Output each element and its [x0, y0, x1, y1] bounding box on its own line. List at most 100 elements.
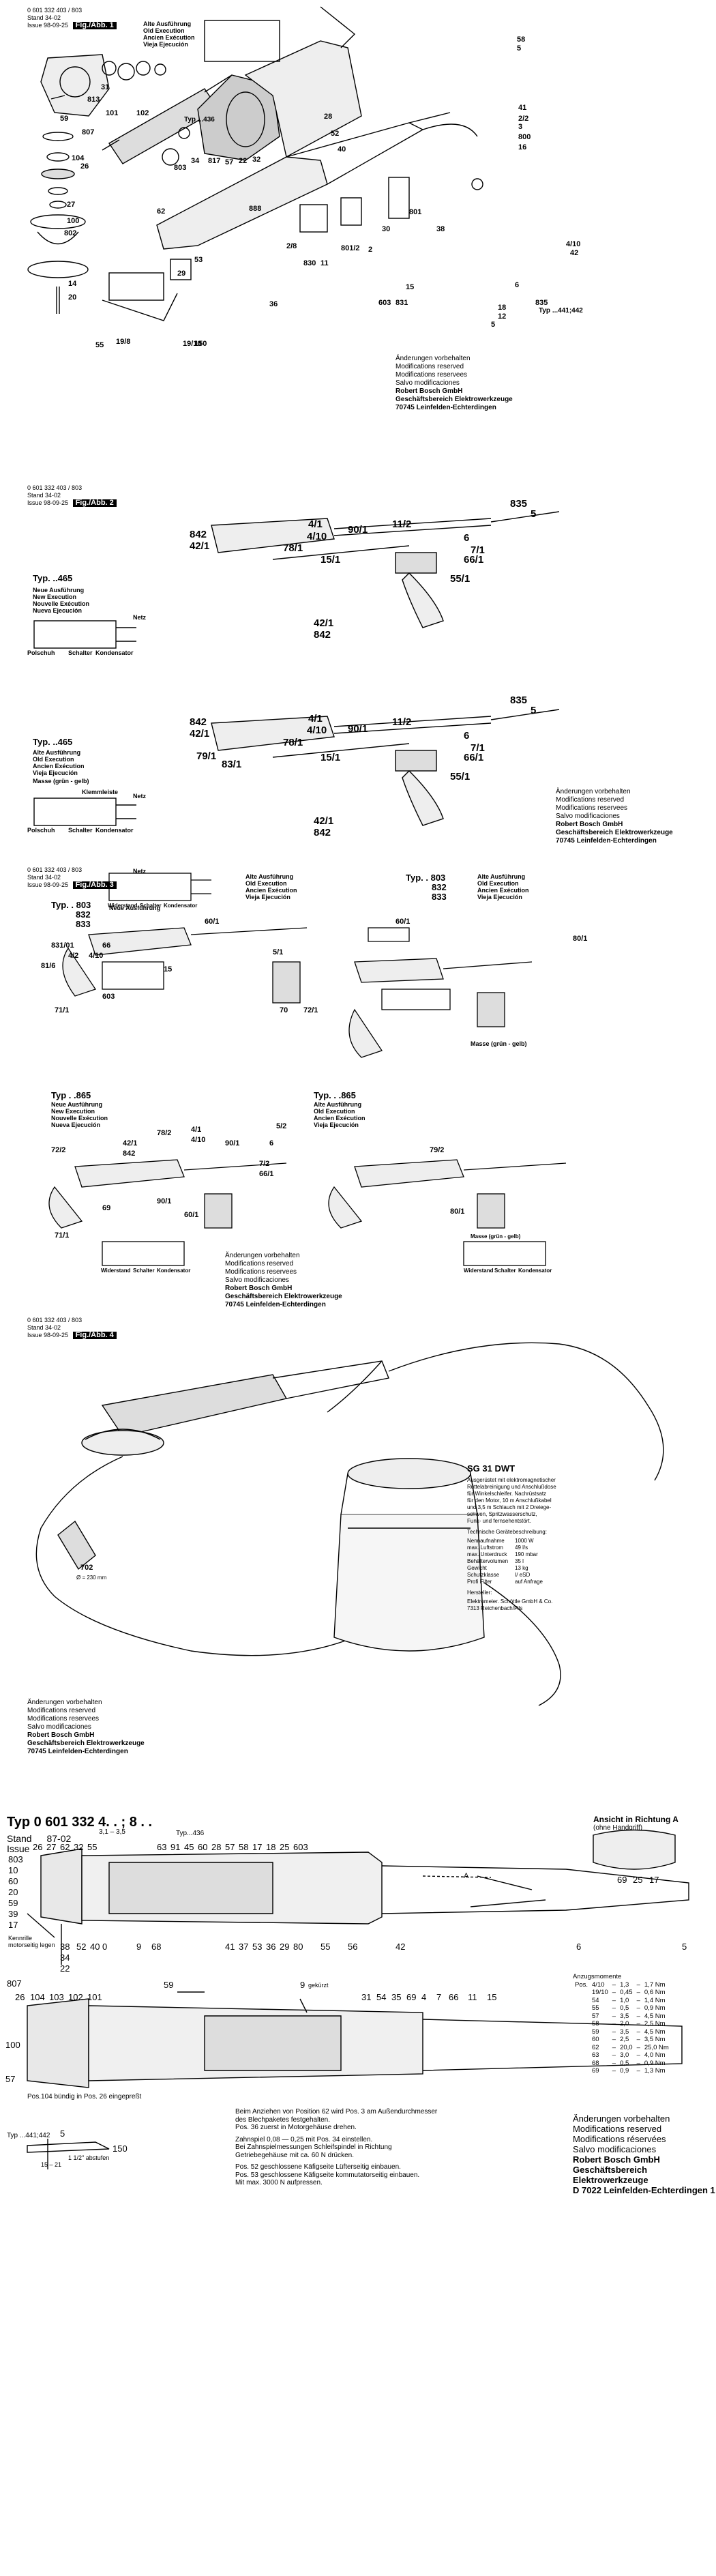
part-label: 52: [331, 130, 340, 138]
part-label: 28: [324, 113, 333, 121]
part-label: 25: [633, 1875, 643, 1885]
part-label: 842: [314, 629, 331, 641]
part-label: 2/2: [518, 115, 529, 123]
part-label: 6: [269, 1139, 274, 1147]
part-label: 69: [406, 1992, 417, 2002]
torque-cell: –: [612, 1980, 616, 1989]
part-label: 20: [8, 1887, 18, 1897]
figure-tag: Fig./Abb. 1: [72, 22, 117, 29]
part-label: 100: [67, 217, 80, 225]
part-label: 603: [293, 1842, 308, 1852]
torque-cell: 19/10: [592, 1989, 608, 1996]
part-label: 80/1: [450, 1208, 465, 1216]
part-label: 35: [391, 1992, 402, 2002]
part-label: 55/1: [450, 771, 471, 782]
part-label: 4/10: [191, 1136, 206, 1144]
torque-cell: [573, 2028, 590, 2036]
torque-cell: 1,0: [620, 1996, 629, 2004]
part-label: 27: [67, 201, 76, 209]
part-label: 5: [531, 508, 537, 520]
part-label: 55: [95, 341, 104, 349]
torque-cell: 2,5: [620, 2036, 629, 2043]
torque-cell: 3,5: [620, 2012, 629, 2020]
torque-cell: [573, 1989, 590, 1997]
part-label: 42/1: [314, 617, 334, 629]
part-label: 38: [436, 225, 445, 233]
sheet-fig3: 0 601 332 403 / 803 Stand 34-02 Issue 98…: [0, 860, 716, 1310]
sheet-fig1: 0 601 332 403 / 803 Stand 34-02 Issue 98…: [0, 0, 716, 478]
part-label: 100: [5, 2040, 20, 2050]
torque-cell: 0,5: [620, 2004, 629, 2012]
torque-cell: [573, 2020, 590, 2028]
masse-label: Masse (grün - gelb): [471, 1040, 527, 1047]
part-label: 42/1: [190, 728, 210, 740]
gekuerzt-label: gekürzt: [308, 1982, 329, 1989]
torque-cell: –: [636, 2043, 640, 2051]
torque-cell: –: [636, 2059, 640, 2067]
part-label: 66/1: [259, 1170, 274, 1178]
part-label: 5/1: [273, 948, 284, 956]
part-label: 37: [239, 1942, 249, 1952]
widerstand-label: Widerstand: [108, 903, 138, 909]
part-label: 4/2: [68, 952, 79, 960]
page-title: Typ 0 601 332 4. . ; 8 . .: [7, 1815, 153, 1830]
part-label: 41: [518, 104, 527, 112]
schalter-label: Schalter: [140, 903, 162, 909]
part-label: 17: [649, 1875, 659, 1885]
part-label: 4/1: [308, 518, 323, 530]
part-label: 22: [60, 1963, 70, 1974]
part-label: 4/1: [191, 1126, 202, 1134]
torque-cell: 63: [592, 2051, 599, 2059]
torque-cell: 25,0 Nm: [644, 2043, 669, 2051]
part-label: 830: [303, 259, 316, 267]
new-execution-note: Neue Ausführung: [109, 905, 161, 911]
part-label: 81/6: [41, 962, 56, 970]
sheet-header: 0 601 332 403 / 803 Stand 34-02 Issue 98…: [27, 484, 117, 507]
part-label: 90/1: [157, 1197, 172, 1205]
part-label: 71/1: [55, 1006, 70, 1014]
part-label: 57: [225, 158, 234, 166]
part-label: 36: [269, 300, 278, 308]
widerstand-label: Widerstand: [101, 1268, 131, 1274]
part-label: 18: [266, 1842, 276, 1852]
torque-cell: 59: [592, 2028, 599, 2036]
torque-cell: –: [612, 2036, 616, 2043]
torque-cell: 69: [592, 2067, 599, 2075]
part-label: 802: [64, 229, 77, 237]
part-label: 842: [190, 529, 207, 540]
part-label: 66: [102, 941, 111, 950]
torque-cell: 2,5 Nm: [644, 2020, 666, 2028]
torque-cell: –: [636, 2067, 640, 2075]
torque-cell: –: [612, 2067, 616, 2075]
assembly-drawing: [27, 1829, 689, 2169]
torque-cell: 1,7 Nm: [644, 1980, 666, 1989]
torque-row: 62–20,0–25,0 Nm: [573, 2044, 671, 2052]
part-label: 42: [570, 249, 579, 257]
part-label: 78/1: [283, 737, 303, 748]
part-label: 0: [102, 1942, 108, 1952]
part-label: 72/1: [303, 1006, 318, 1014]
netz-label: Netz: [133, 868, 147, 875]
part-label: 15/1: [320, 554, 341, 566]
part-label: 60: [8, 1876, 18, 1886]
part-label: 29: [177, 269, 186, 278]
part-label: 38: [60, 1942, 70, 1952]
netz-label: Netz: [133, 614, 147, 621]
part-label: 7/1: [471, 544, 485, 556]
part-label: 102: [136, 109, 149, 117]
type-label: Typ ...436: [184, 116, 215, 123]
part-label: 66: [449, 1992, 459, 2002]
part-label: 4/10: [307, 531, 327, 542]
type-heading: Typ. . .865: [314, 1090, 356, 1100]
sheet-header: Stand 87-02 Issue: [7, 1833, 72, 1854]
part-label: 78/2: [157, 1129, 172, 1137]
part-label: 59: [164, 1980, 174, 1990]
part-label: 20: [68, 293, 77, 302]
part-label: 60/1: [205, 918, 220, 926]
abst-note: 1 1/2" abstufen: [68, 2154, 110, 2161]
part-label: 30: [382, 225, 391, 233]
